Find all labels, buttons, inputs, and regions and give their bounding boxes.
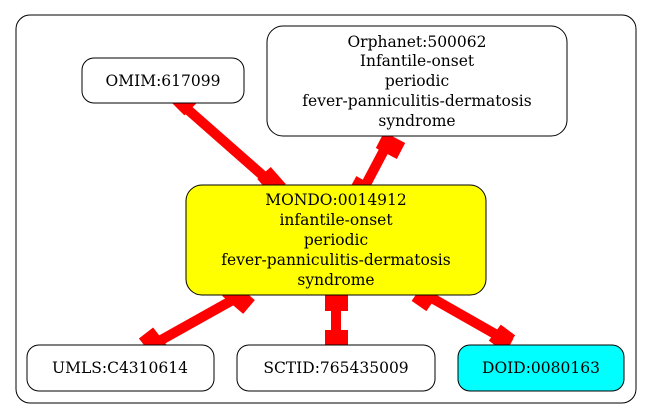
node-label: Orphanet:500062 [347,33,486,51]
node-box [26,344,215,392]
node-label: OMIM:617099 [106,72,221,90]
node-label: SCTID:765435009 [263,359,408,377]
node-label: UMLS:C4310614 [52,359,188,377]
node-omim[interactable]: OMIM:617099 [81,57,245,104]
node-label: fever-panniculitis-dermatosis [221,251,450,269]
node-label: infantile-onset [279,211,393,229]
node-box [266,25,568,137]
node-box [81,57,245,104]
node-mondo-center[interactable]: MONDO:0014912 infantile-onset periodic f… [185,184,487,296]
node-label: syndrome [378,112,455,130]
edge-end-cap [488,324,516,352]
edge-shaft [151,292,241,349]
node-doid[interactable]: DOID:0080163 [457,344,625,392]
node-box [185,184,487,296]
node-label: DOID:0080163 [482,359,600,377]
node-label: periodic [385,72,449,90]
node-sctid[interactable]: SCTID:765435009 [236,344,436,392]
node-label: MONDO:0014912 [265,191,407,209]
node-label: periodic [304,231,368,249]
node-label: Infantile-onset [360,52,475,70]
node-umls[interactable]: UMLS:C4310614 [26,344,215,392]
node-box [457,344,625,392]
edge-center-to-sctid [325,293,348,350]
node-box [236,344,436,392]
edge-end-cap [375,132,406,159]
edge-shaft [182,104,281,192]
node-orphanet[interactable]: Orphanet:500062 Infantile-onset periodic… [266,25,568,137]
node-label: fever-panniculitis-dermatosis [302,92,531,110]
node-label: syndrome [297,271,374,289]
